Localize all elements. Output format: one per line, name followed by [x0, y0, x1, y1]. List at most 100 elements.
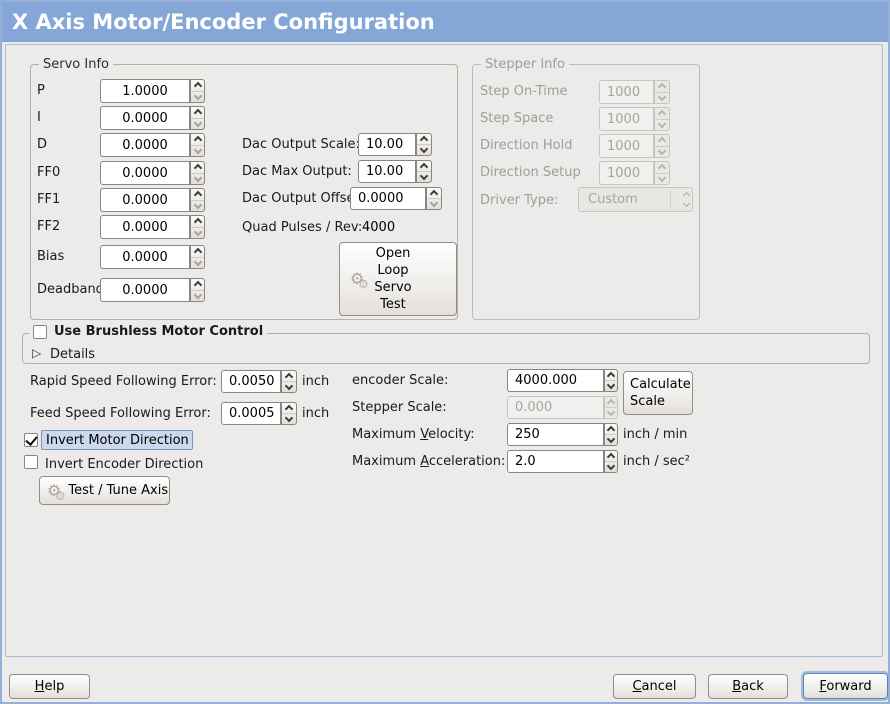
bias-input[interactable]: 0.0000 [100, 245, 190, 269]
brushless-legend: Use Brushless Motor Control [29, 324, 268, 340]
chevron-up-icon [657, 164, 667, 173]
spin-up-button[interactable] [605, 451, 617, 462]
spin-down-button[interactable] [191, 91, 204, 103]
help-button-label: Help [34, 679, 65, 694]
spin-up-button[interactable] [282, 371, 296, 382]
spin-down-button[interactable] [191, 173, 204, 185]
spin-up-button[interactable] [605, 370, 617, 381]
bias-label: Bias [37, 249, 65, 264]
deadband-spinner[interactable] [190, 278, 205, 302]
dac-output-scale-spinner[interactable] [416, 133, 432, 156]
dac-max-output-label: Dac Max Output: [242, 164, 352, 179]
spin-down-button[interactable] [191, 290, 204, 302]
deadband-input[interactable]: 0.0000 [100, 278, 190, 302]
encoder-scale-input[interactable]: 4000.000 [507, 369, 604, 392]
invert-motor-direction-checkbox[interactable] [24, 433, 38, 447]
dac-max-output-spinner[interactable] [416, 160, 432, 183]
spin-down-button[interactable] [191, 257, 204, 269]
gears-icon: ⚙⚙ [350, 269, 369, 292]
maximum-acceleration-spinner[interactable] [604, 450, 618, 473]
spin-up-button[interactable] [282, 403, 296, 414]
stepper-info-legend: Stepper Info [481, 56, 569, 73]
spin-up-button[interactable] [191, 246, 204, 258]
dac-output-offset-input[interactable]: 0.0000 [350, 187, 426, 210]
calculate-scale-button[interactable]: Calculate Scale [623, 371, 693, 415]
spin-down-button[interactable] [417, 144, 431, 155]
spin-up-button[interactable] [191, 107, 204, 119]
chevron-down-icon [193, 257, 202, 266]
dac-max-output-input[interactable]: 10.00 [358, 160, 416, 183]
encoder-scale-spinner[interactable] [604, 369, 618, 392]
chevron-down-icon [193, 118, 202, 127]
spin-up-button[interactable] [191, 279, 204, 291]
use-brushless-checkbox[interactable] [33, 325, 47, 339]
spin-down-button[interactable] [427, 198, 441, 209]
spin-down-button[interactable] [282, 413, 296, 424]
spin-up-button[interactable] [417, 161, 431, 172]
spin-up-button[interactable] [191, 80, 204, 92]
quad-pulses-value: 4000 [362, 220, 396, 235]
ff0-input[interactable]: 0.0000 [100, 161, 190, 185]
spin-down-button[interactable] [605, 461, 617, 472]
spin-up-button[interactable] [191, 216, 204, 228]
spin-up-button[interactable] [191, 134, 204, 146]
forward-button[interactable]: Forward [803, 673, 888, 699]
forward-button-label: Forward [819, 678, 872, 694]
details-label[interactable]: Details [50, 347, 96, 362]
spin-down-button [655, 173, 669, 185]
invert-encoder-direction-label[interactable]: Invert Encoder Direction [45, 457, 204, 472]
spin-down-button[interactable] [417, 171, 431, 182]
open-loop-servo-test-button[interactable]: ⚙⚙ Open Loop Servo Test [339, 242, 457, 316]
i-spinner[interactable] [190, 106, 205, 130]
back-button[interactable]: Back [708, 674, 788, 699]
spin-down-button[interactable] [605, 434, 617, 445]
spin-up-button[interactable] [427, 188, 441, 199]
spin-up-button[interactable] [191, 162, 204, 174]
ff2-input[interactable]: 0.0000 [100, 215, 190, 239]
maximum-velocity-input[interactable]: 250 [507, 423, 604, 446]
spin-up-button[interactable] [191, 189, 204, 201]
ff0-spinner[interactable] [190, 161, 205, 185]
d-spinner[interactable] [190, 133, 205, 157]
ff1-input[interactable]: 0.0000 [100, 188, 190, 212]
feed-following-error-spinner[interactable] [281, 402, 297, 425]
dac-output-offset-spinner[interactable] [426, 187, 442, 210]
chevron-up-icon [193, 281, 202, 290]
details-expander-icon[interactable]: ▷ [32, 346, 42, 360]
chevron-down-icon [606, 407, 616, 417]
spin-down-button[interactable] [191, 200, 204, 212]
dac-output-scale-input[interactable]: 10.00 [358, 133, 416, 156]
i-input[interactable]: 0.0000 [100, 106, 190, 130]
spin-up-button [605, 397, 617, 408]
help-button[interactable]: Help [9, 674, 90, 699]
spin-up-button[interactable] [417, 134, 431, 145]
rapid-following-error-spinner[interactable] [281, 370, 297, 393]
feed-following-error-input[interactable]: 0.0005 [221, 402, 281, 425]
invert-encoder-direction-checkbox[interactable] [24, 455, 38, 469]
chevron-down-icon [657, 173, 667, 182]
chevron-up-icon [193, 109, 202, 118]
spin-down-button[interactable] [191, 145, 204, 157]
test-tune-axis-button[interactable]: ⚙⚙ Test / Tune Axis [39, 476, 170, 505]
ff1-spinner[interactable] [190, 188, 205, 212]
spin-down-button[interactable] [282, 381, 296, 392]
spin-down-button[interactable] [191, 118, 204, 130]
spin-up-button[interactable] [605, 424, 617, 435]
p-input[interactable]: 1.0000 [100, 79, 190, 103]
maximum-acceleration-input[interactable]: 2.0 [507, 450, 604, 473]
step-on-time-label: Step On-Time [480, 84, 568, 99]
d-input[interactable]: 0.0000 [100, 133, 190, 157]
ff2-spinner[interactable] [190, 215, 205, 239]
dac-output-offset-label: Dac Output Offset: [242, 191, 364, 206]
rapid-following-error-input[interactable]: 0.0050 [221, 370, 281, 393]
feed-following-error-unit: inch [302, 406, 330, 421]
invert-motor-direction-label[interactable]: Invert Motor Direction [41, 430, 193, 450]
p-spinner[interactable] [190, 79, 205, 103]
chevron-up-icon [419, 135, 429, 145]
spin-down-button[interactable] [605, 380, 617, 391]
spin-down-button[interactable] [191, 227, 204, 239]
cancel-button[interactable]: Cancel [613, 674, 696, 699]
bias-spinner[interactable] [190, 245, 205, 269]
maximum-velocity-spinner[interactable] [604, 423, 618, 446]
direction-hold-spinner [654, 134, 670, 158]
